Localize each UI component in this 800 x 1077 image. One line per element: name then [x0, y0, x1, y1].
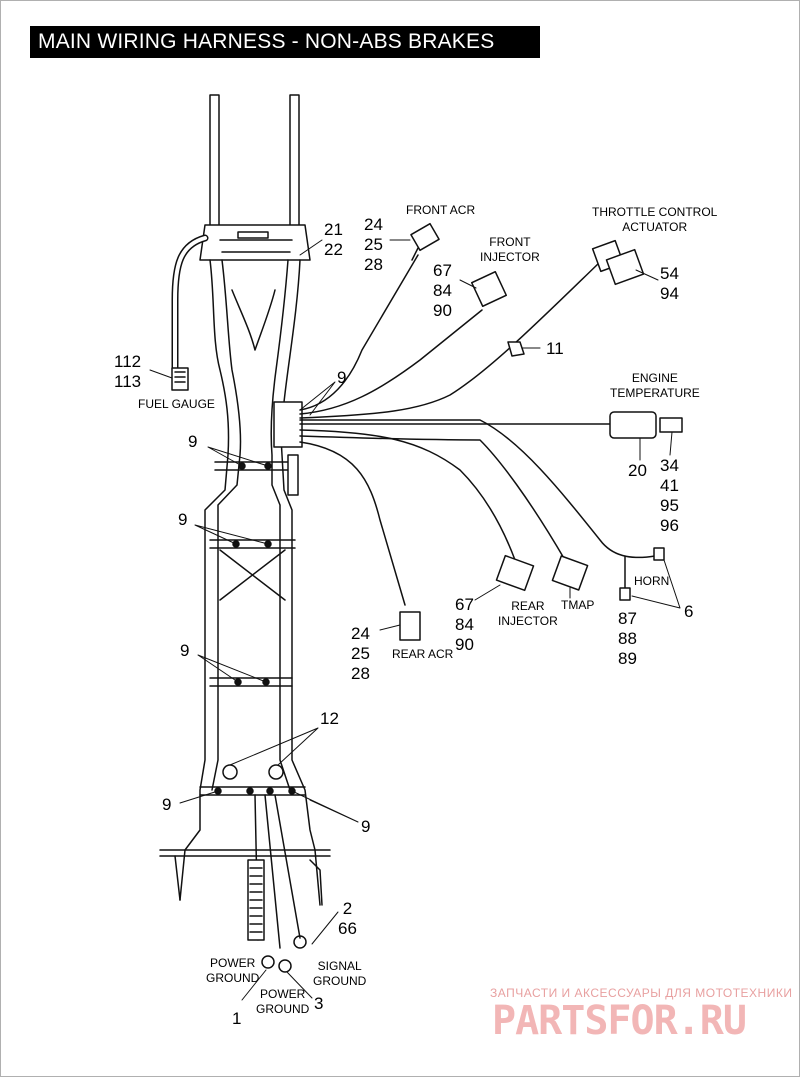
callout-9-crossmember-2: 9: [178, 510, 188, 529]
rear-acr-connector: [399, 611, 421, 641]
callout-12: 12: [320, 709, 339, 728]
callout-3: 3: [314, 994, 324, 1013]
horn-terminals: [619, 547, 665, 601]
fuel-gauge-label: FUEL GAUGE: [138, 397, 215, 411]
rear-injector-connector: [495, 554, 535, 592]
callout-11: 11: [546, 339, 564, 358]
tmap-label: TMAP: [561, 598, 595, 612]
front-fork: [209, 94, 300, 236]
tmap-connector: [551, 555, 589, 591]
front-acr-label: FRONT ACR: [406, 203, 476, 217]
leader-lines: [149, 239, 681, 1001]
callout-20: 20: [628, 461, 647, 480]
callout-9-crossmember-1: 9: [188, 432, 198, 451]
rear-acr-label: REAR ACR: [392, 647, 454, 661]
frame-backbone: [179, 259, 321, 906]
harness-branches: [299, 254, 656, 606]
throttle-actuator-connector: [591, 239, 645, 286]
frame-crossmembers: [199, 461, 306, 796]
fitting-11: [507, 341, 525, 357]
page-title: MAIN WIRING HARNESS - NON-ABS BRAKES: [38, 30, 495, 53]
engine-temperature-connector: [609, 411, 683, 439]
steering-head: [199, 224, 311, 261]
callout-1: 1: [232, 1009, 242, 1028]
front-injector-connector: [470, 270, 508, 308]
harness-junction: [273, 401, 303, 496]
rear-harness: [159, 794, 331, 973]
callout-9-junction: 9: [337, 368, 347, 387]
title-bar: MAIN WIRING HARNESS - NON-ABS BRAKES: [30, 26, 540, 58]
fuel-gauge-lead: [171, 234, 209, 391]
callout-6: 6: [684, 602, 694, 621]
watermark-tagline: ЗАПЧАСТИ И АКСЕССУАРЫ ДЛЯ МОТОТЕХНИКИ: [490, 986, 793, 1000]
horn-label: HORN: [634, 574, 670, 588]
callout-9-rear-right: 9: [361, 817, 371, 836]
watermark-logo: PARTSFOR.RU: [492, 998, 747, 1044]
front-acr-connector: [410, 222, 440, 261]
callout-9-crossmember-3: 9: [180, 641, 190, 660]
callout-9-rear-left: 9: [162, 795, 172, 814]
